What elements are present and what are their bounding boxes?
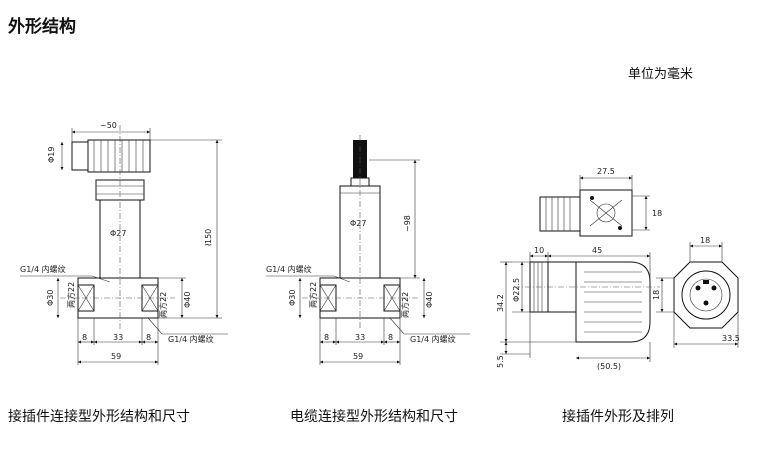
caption-cable-connection: 电缆连接型外形结构和尺寸 bbox=[290, 409, 458, 425]
fig1-dim-side-right: 8 bbox=[146, 333, 151, 342]
fig2-wrench-right: 两方22 bbox=[400, 292, 410, 318]
unit-note: 单位为毫米 bbox=[628, 67, 694, 82]
fig3-dim-plug-diameter: Φ22.5 bbox=[512, 278, 521, 302]
caption-plug-connection: 接插件连接型外形结构和尺寸 bbox=[8, 409, 190, 425]
fig3-dim-total-height: 34.2 bbox=[496, 294, 505, 312]
fig2-dim-length: ~98 bbox=[403, 215, 412, 232]
fig1-labels: ~50 Φ19 Φ27 150 ~ G1/4 内螺纹 Φ30 两方22 两方22… bbox=[20, 121, 214, 361]
fig3-dim-side-height: 18 bbox=[652, 209, 662, 218]
fig3-dim-face-width: 18 bbox=[700, 236, 710, 245]
fig1-wrench-left: 两方22 bbox=[66, 282, 76, 308]
fig3-dim-offset: 5.5 bbox=[496, 355, 505, 368]
fig1-thread-top-note: G1/4 内螺纹 bbox=[20, 264, 66, 274]
fig2-thread-top-note: G1/4 内螺纹 bbox=[266, 264, 312, 274]
fig2-labels: Φ27 ~98 G1/4 内螺纹 Φ30 两方22 两方22 Φ40 G1/4 … bbox=[266, 215, 456, 361]
fig1-tilde-mark: ~ bbox=[204, 240, 212, 251]
fig1-wrench-right: 两方22 bbox=[158, 292, 168, 318]
fig1-dim-side-left: 8 bbox=[82, 333, 87, 342]
fig2-thread-bottom-note: G1/4 内螺纹 bbox=[410, 334, 456, 344]
fig3-plug-top-view bbox=[539, 175, 650, 237]
fig2-dim-block-diameter: Φ40 bbox=[425, 292, 434, 308]
caption-plug-layout: 接插件外形及排列 bbox=[562, 409, 674, 425]
fig1-plug-connection-drawing bbox=[20, 125, 228, 365]
fig2-cable-connection-drawing bbox=[266, 135, 470, 365]
fig3-dim-length: 45 bbox=[592, 246, 602, 255]
page-title: 外形结构 bbox=[8, 17, 76, 37]
fig3-dim-top-width: 27.5 bbox=[597, 167, 615, 176]
fig1-thread-bottom-note: G1/4 内螺纹 bbox=[168, 334, 214, 344]
fig1-dim-body-diameter: Φ27 bbox=[110, 229, 126, 238]
fig2-dim-side-left: 8 bbox=[324, 333, 329, 342]
fig1-dim-block-diameter: Φ40 bbox=[183, 292, 192, 308]
fig3-dim-face-height: 18 bbox=[652, 290, 661, 300]
fig3-labels: 27.5 18 10 45 Φ22.5 34.2 5.5 (50.5) 18 1… bbox=[496, 167, 740, 371]
fig3-dim-reference-length: (50.5) bbox=[597, 362, 621, 371]
fig1-dim-port-diameter: Φ30 bbox=[46, 290, 55, 306]
fig3-dim-flange-width: 10 bbox=[534, 246, 544, 255]
fig2-dim-body-diameter: Φ27 bbox=[350, 219, 366, 228]
fig2-dim-port-diameter: Φ30 bbox=[288, 290, 297, 306]
fig3-plug-face-view bbox=[656, 242, 739, 348]
fig3-dim-face-total: 33.5 bbox=[722, 334, 740, 343]
fig2-dim-total-width: 59 bbox=[353, 352, 363, 361]
fig2-wrench-left: 两方22 bbox=[308, 282, 318, 308]
fig1-dim-plug-diameter: Φ19 bbox=[47, 147, 56, 163]
fig2-dim-side-right: 8 bbox=[388, 333, 393, 342]
fig1-dim-center-width: 33 bbox=[113, 333, 123, 342]
fig2-dim-center-width: 33 bbox=[355, 333, 365, 342]
fig1-dim-top-width: ~50 bbox=[100, 121, 117, 130]
fig3-plug-side-view bbox=[500, 252, 660, 362]
fig1-dim-length: 150 bbox=[204, 229, 213, 244]
fig1-dim-total-width: 59 bbox=[111, 352, 121, 361]
